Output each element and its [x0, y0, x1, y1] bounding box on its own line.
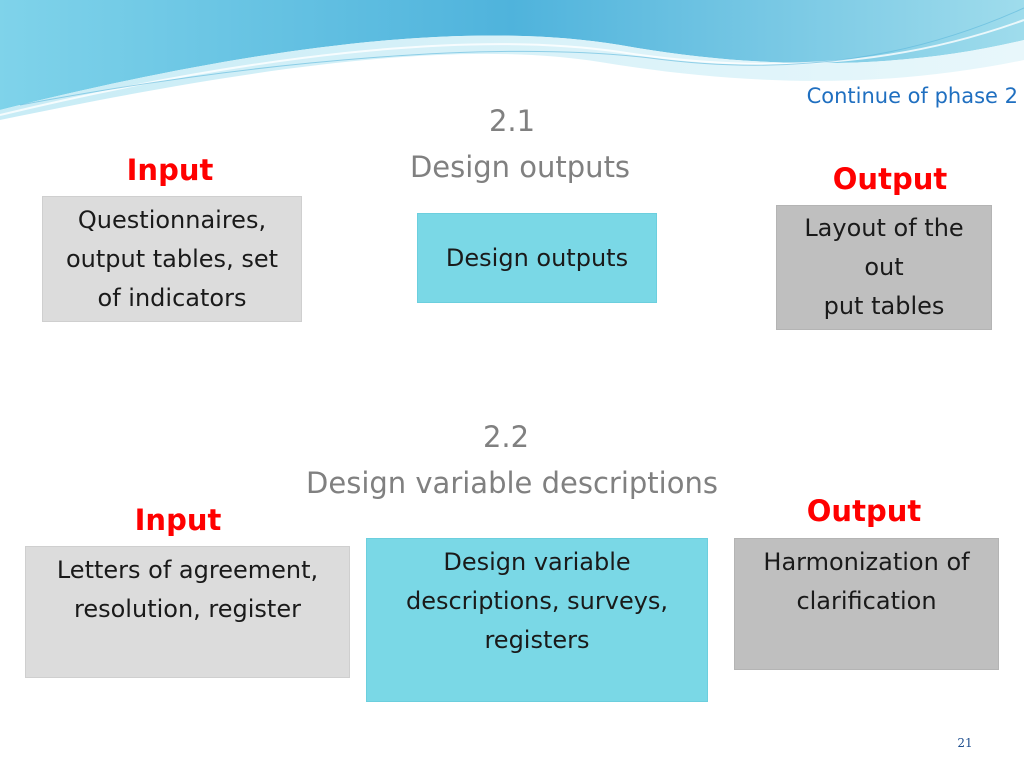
header-wave-decoration [0, 0, 1024, 120]
box-line: out [864, 253, 904, 281]
section-2-process-box: Design variable descriptions, surveys, r… [366, 538, 708, 702]
box-line: put tables [823, 292, 945, 320]
section-1-input-box: Questionnaires, output tables, set of in… [42, 196, 302, 322]
box-line: Layout of the [804, 214, 964, 242]
page-number: 21 [957, 736, 973, 750]
section-2-output-box: Harmonization of clarification [734, 538, 999, 670]
section-2-title: Design variable descriptions [306, 466, 718, 500]
section-2-output-label: Output [806, 494, 922, 528]
section-1-output-box: Layout of the out put tables [776, 205, 992, 330]
section-1-process-box: Design outputs [417, 213, 657, 303]
box-line: output tables, set [65, 244, 278, 273]
box-line: descriptions, surveys, [405, 587, 669, 615]
box-line: clarification [796, 587, 937, 615]
phase-note: Continue of phase 2 [806, 84, 1018, 108]
box-line: Design variable [443, 548, 631, 576]
box-line: Questionnaires, [77, 205, 267, 234]
section-1-input-label: Input [126, 153, 214, 187]
box-line: Letters of agreement, [56, 556, 319, 584]
section-1-output-label: Output [832, 162, 948, 196]
section-1-title: Design outputs [409, 150, 631, 184]
section-2-input-box: Letters of agreement, resolution, regist… [25, 546, 350, 678]
box-line: Design outputs [445, 243, 629, 272]
box-line: Harmonization of [763, 548, 970, 576]
section-2-number: 2.2 [482, 420, 530, 454]
box-line: of indicators [97, 283, 247, 312]
section-1-number: 2.1 [488, 104, 536, 138]
box-line: resolution, register [74, 595, 301, 623]
box-line: registers [484, 626, 590, 654]
section-2-input-label: Input [134, 503, 222, 537]
